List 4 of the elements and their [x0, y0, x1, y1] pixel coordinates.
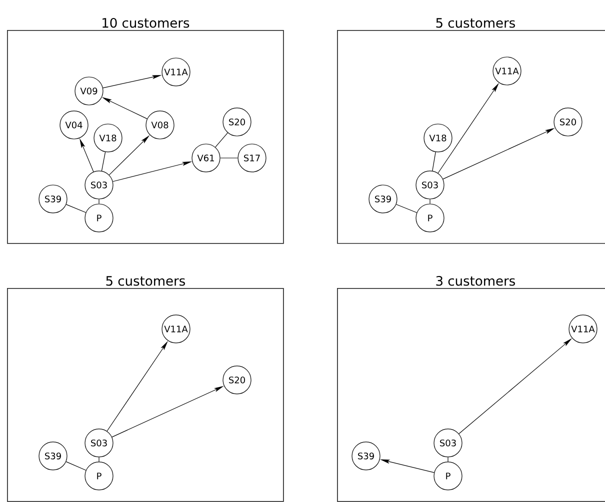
node-label: 3 customers: [436, 276, 515, 286]
node-label: 5 customers: [436, 18, 515, 28]
node-label: 5 customers: [106, 276, 185, 286]
node-label: 10 customers: [102, 18, 190, 28]
